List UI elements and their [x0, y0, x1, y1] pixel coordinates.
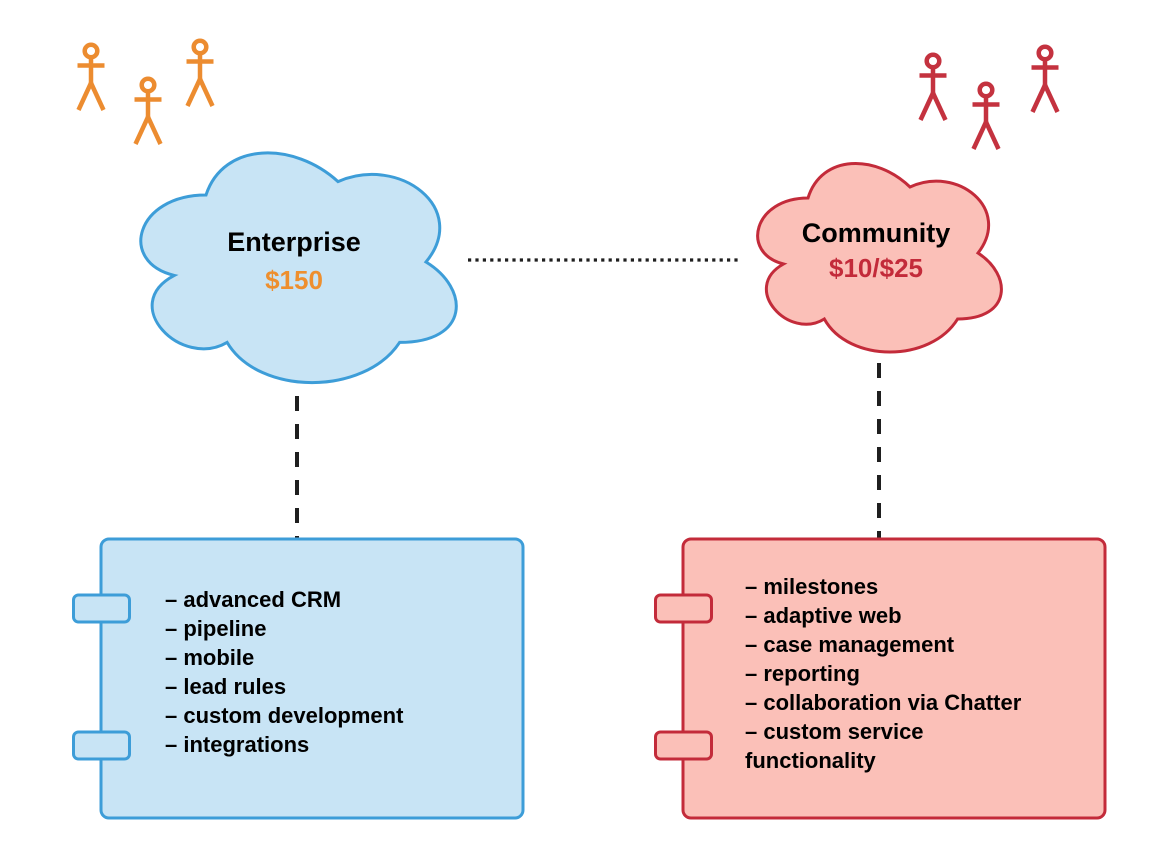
feature-item: – integrations	[165, 732, 310, 757]
feature-item: – pipeline	[165, 616, 267, 641]
person-icon	[1032, 47, 1059, 112]
feature-item: – collaboration via Chatter	[745, 690, 1022, 715]
person-icon	[973, 84, 1000, 149]
person-icon	[920, 55, 947, 120]
enterprise-cloud-price: $150	[265, 265, 323, 295]
community-cloud-price: $10/$25	[829, 253, 923, 283]
component-tab-icon	[72, 730, 131, 761]
person-icon	[135, 79, 162, 144]
component-tab-icon	[72, 593, 131, 624]
community-feature-box	[654, 537, 1107, 820]
enterprise-cloud-shape	[139, 151, 458, 385]
feature-item: – milestones	[745, 574, 879, 599]
community-cloud-shape	[756, 161, 1003, 354]
enterprise-feature-box	[72, 537, 525, 820]
community-cloud-title: Community	[801, 218, 951, 248]
feature-item: – case management	[745, 632, 955, 657]
community-box-body	[681, 537, 1107, 820]
person-icon	[187, 41, 214, 106]
component-tab-icon	[654, 730, 713, 761]
left-user-group	[78, 41, 214, 144]
feature-item: – custom service	[745, 719, 924, 744]
feature-item: – lead rules	[165, 674, 287, 699]
component-tab-icon	[654, 593, 713, 624]
feature-item: – advanced CRM	[165, 587, 342, 612]
enterprise-box-body	[99, 537, 525, 820]
feature-item-wrapped: functionality	[745, 748, 876, 773]
right-user-group	[920, 47, 1059, 149]
feature-item: – reporting	[745, 661, 860, 686]
feature-item: – mobile	[165, 645, 255, 670]
person-icon	[78, 45, 105, 110]
community-feature-list: – milestones – adaptive web – case manag…	[745, 572, 1021, 775]
enterprise-feature-list: – advanced CRM – pipeline – mobile – lea…	[165, 585, 403, 759]
feature-item: – adaptive web	[745, 603, 902, 628]
feature-item: – custom development	[165, 703, 404, 728]
enterprise-cloud-title: Enterprise	[227, 227, 361, 257]
